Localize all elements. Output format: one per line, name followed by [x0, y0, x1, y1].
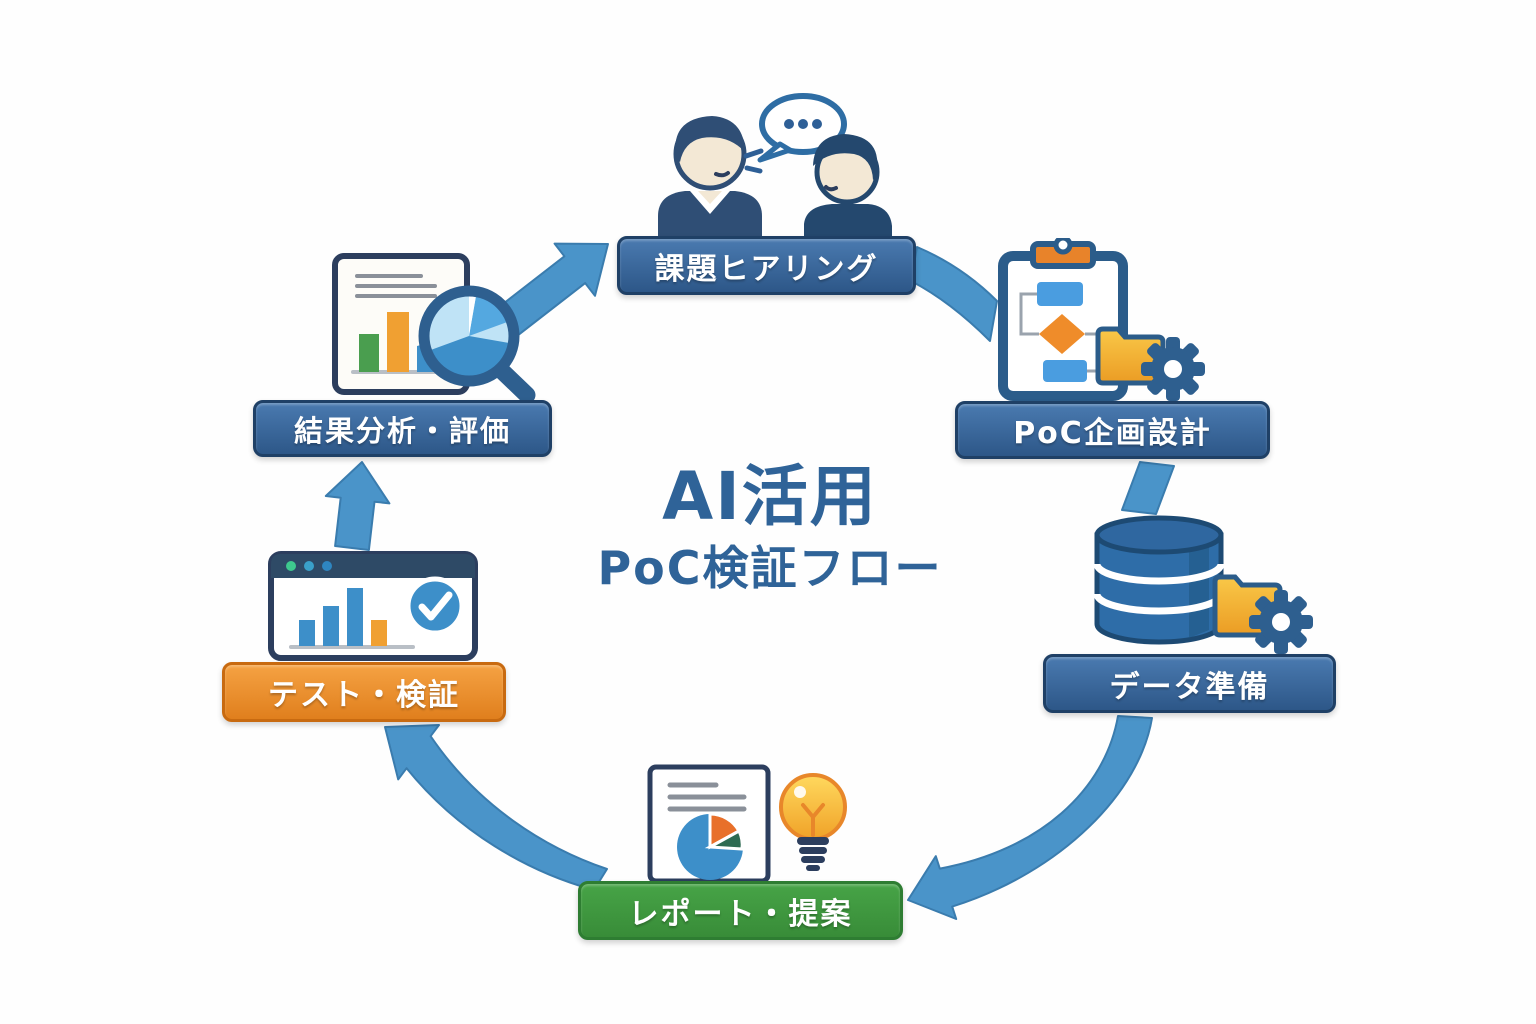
diagram-title: AI活用 PoC検証フロー — [520, 462, 1020, 596]
people-talking-icon — [658, 93, 892, 244]
report-document-lightbulb-icon — [647, 764, 847, 883]
arrow-planning-to-data — [1121, 461, 1175, 515]
database-folder-gear-icon — [1093, 515, 1313, 654]
clipboard-flowchart-folder-gear-icon — [998, 238, 1205, 401]
arrow-hearing-to-planning — [910, 246, 998, 342]
step-label-planning: PoC企画設計 — [955, 401, 1270, 459]
step-label-report: レポート・提案 — [578, 881, 903, 940]
step-label-hearing: 課題ヒアリング — [617, 236, 916, 295]
diagram-title-line1: AI活用 — [662, 458, 878, 535]
arrow-analysis-to-hearing — [485, 242, 609, 345]
arrow-test-to-analysis — [324, 461, 391, 551]
arrow-report-to-test — [384, 724, 608, 891]
diagram-title-line2: PoC検証フロー — [597, 541, 943, 596]
step-label-test: テスト・検証 — [222, 662, 506, 722]
browser-chart-check-icon — [268, 551, 478, 661]
step-label-analysis: 結果分析・評価 — [253, 400, 552, 457]
arrow-data-to-report — [907, 715, 1153, 920]
step-label-data: データ準備 — [1043, 654, 1336, 713]
document-chart-magnifier-icon — [332, 253, 536, 400]
